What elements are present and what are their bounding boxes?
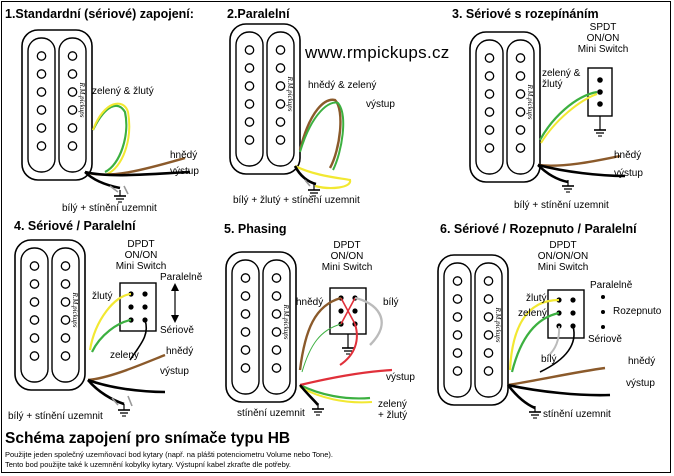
- panel-6-label-white: bílý: [541, 354, 557, 365]
- panel-6-label-brown: hnědý: [628, 356, 656, 367]
- panel-2-label-output: výstup: [366, 99, 395, 110]
- panel-2-label-ground: bílý + žlutý + stínění uzemnit: [233, 195, 360, 206]
- svg-text:R.M.pickups: R.M.pickups: [494, 307, 502, 343]
- panel-5-label-switch: DPDT ON/ON Mini Switch: [321, 240, 373, 273]
- panel-4-label-ground: bílý + stínění uzemnit: [8, 411, 103, 422]
- diagram-title: Schéma zapojení pro snímače typu HB: [5, 430, 291, 447]
- panel-4-drawing: R.M.pickups: [14, 239, 179, 417]
- panel-4-label-brown: hnědý: [166, 346, 194, 357]
- panel-2-drawing: R.M.pickups: [229, 23, 352, 197]
- panel-5-drawing: R.M.pickups: [225, 251, 393, 416]
- panel-5-label-brown: hnědý: [296, 297, 324, 308]
- panel-4-title: 4. Sériové / Paralelní: [14, 219, 136, 233]
- svg-text:R.M.pickups: R.M.pickups: [282, 304, 290, 340]
- panel-3-label-brown: hnědý: [614, 150, 642, 161]
- panel-2-label-brown-green: hnědý & zelený: [308, 80, 377, 91]
- panel-3-label-green-yellow: zelený & žlutý: [542, 68, 581, 90]
- svg-text:R.M.pickups: R.M.pickups: [526, 84, 534, 120]
- panel-3-label-output: výstup: [614, 168, 643, 179]
- panel-6-label-yellow: žlutý: [526, 293, 547, 304]
- footer-note-2: Tento bod použijte také k uzemnění kobyl…: [5, 460, 292, 469]
- panel-1-label-brown: hnědý: [170, 150, 198, 161]
- panel-6-label-series: Sériově: [588, 334, 622, 345]
- svg-text:R.M.pickups: R.M.pickups: [286, 76, 294, 112]
- panel-4-label-switch: DPDT ON/ON Mini Switch: [115, 239, 167, 272]
- panel-1-label-ground: bílý + stínění uzemnit: [62, 203, 157, 214]
- panel-6-label-parallel: Paralelně: [590, 280, 633, 291]
- footer-note-1: Použijte jeden společný uzemňovací bod k…: [5, 450, 333, 459]
- panel-6-title: 6. Sériové / Rozepnuto / Paralelní: [440, 222, 637, 236]
- panel-1-label-green-yellow: zelený & žlutý: [92, 86, 154, 97]
- panel-6-label-green: zelený: [518, 308, 547, 319]
- panel-4-label-parallel: Paralelně: [160, 272, 203, 283]
- panel-5-label-white: bílý: [383, 297, 399, 308]
- panel-3-label-switch: SPDT ON/ON Mini Switch: [577, 22, 629, 55]
- panel-5-label-ground: stínění uzemnit: [237, 408, 305, 419]
- site-url[interactable]: www.rmpickups.cz: [305, 43, 450, 62]
- panel-6-label-ground: stínění uzemnit: [543, 409, 611, 420]
- panel-5-label-green-yellow: zelený + žlutý: [378, 399, 408, 421]
- panel-6-drawing: R.M.pickups: [437, 254, 611, 419]
- panel-4-label-yellow: žlutý: [92, 291, 113, 302]
- panel-5-label-output: výstup: [386, 372, 415, 383]
- panel-3-drawing: R.M.pickups: [469, 31, 626, 193]
- panel-4-label-green: zelený: [110, 350, 139, 361]
- panel-1-label-output: výstup: [170, 166, 199, 177]
- panel-4-label-output: výstup: [160, 366, 189, 377]
- panel-6-label-output: výstup: [626, 378, 655, 389]
- panel-6-label-open: Rozepnuto: [613, 306, 662, 317]
- panel-3-title: 3. Sériové s rozepínáním: [452, 7, 599, 21]
- svg-text:R.M.pickups: R.M.pickups: [78, 82, 86, 118]
- panel-3-label-ground: bílý + stínění uzemnit: [514, 200, 609, 211]
- panel-4-label-series: Sériově: [160, 325, 194, 336]
- panel-1-title: 1.Standardní (sériové) zapojení:: [5, 7, 194, 21]
- panel-2-title: 2.Paralelní: [227, 7, 290, 21]
- panel-1-drawing: R.M.pickups: [21, 29, 191, 203]
- panel-5-title: 5. Phasing: [224, 222, 287, 236]
- panel-6-label-switch: DPDT ON/ON/ON Mini Switch: [537, 240, 589, 273]
- svg-text:R.M.pickups: R.M.pickups: [71, 292, 79, 328]
